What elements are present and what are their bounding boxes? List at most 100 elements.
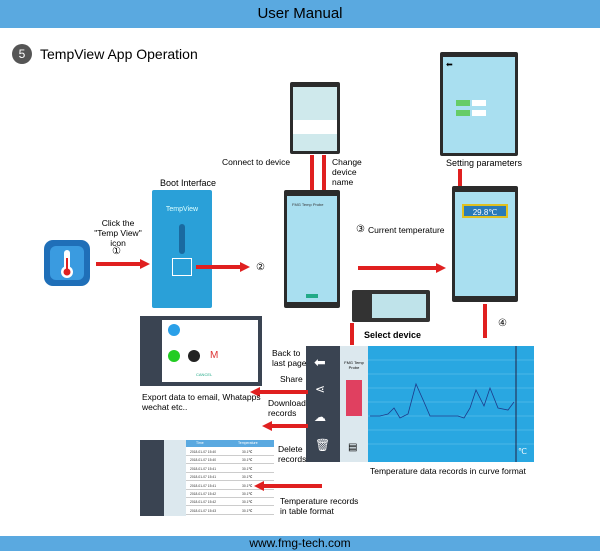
delete-label: Delete records [278,444,307,464]
step-3: ③ [356,224,365,235]
boot-interface-label: Boot Interface [160,178,217,188]
arrowhead [140,259,150,269]
arrow-up-rename [310,155,314,191]
rename-dialog[interactable] [293,120,337,134]
table-cell: 30.1℃ [242,483,253,488]
table-row: 2018-01-07 15:42 30.1℃ [186,498,274,507]
device-screen: FMG Temp Probe [284,190,340,308]
table-cell: 30.1℃ [242,450,253,454]
table-row: 2018-01-07 15:42 30.1℃ [186,490,274,498]
footer-url[interactable]: www.fmg-tech.com [249,536,351,550]
boot-start-button[interactable] [172,258,192,276]
arrowhead [254,481,264,491]
table-cell: 30.1℃ [242,508,253,513]
table-cell: 2018-01-07 15:42 [190,500,217,505]
settings-high-input[interactable] [472,110,486,116]
table-cell: 2018-01-07 15:41 [190,483,217,488]
select-device-list[interactable] [372,294,426,318]
share-icon[interactable]: ⋖ [315,382,326,396]
probe-indicator[interactable] [346,380,362,416]
thermometer-icon [50,246,84,280]
share-cancel[interactable]: CANCEL [196,372,213,377]
curve-sidebar: ⬅ ⋖ ☁ 🗑 [306,346,340,462]
select-device-label: Select device [364,330,422,340]
connect-device-label: Connect to device [222,157,291,167]
whatsapp-icon[interactable] [168,350,180,362]
rename-screen [290,82,340,154]
setting-params-label: Setting parameters [446,158,523,168]
settings-screen: ⬅ [440,52,518,156]
arrow-to-share [258,390,308,394]
curve-grid [368,346,534,462]
arrow-to-table [262,484,322,488]
step-4: ④ [498,318,507,329]
header-band: User Manual [0,0,600,28]
table-row: 2018-01-07 15:41 30.1℃ [186,473,274,482]
settings-high-field [456,110,470,116]
arrow-to-select [350,323,354,345]
temperature-screen: 29.8℃ [452,186,518,302]
share-sheet[interactable]: M CANCEL [162,320,258,382]
download-label: Download records [268,398,306,418]
table-cell: 2018-01-07 15:43 [190,508,217,513]
temperature-reading: 29.8℃ [462,204,508,218]
qq-icon[interactable] [188,350,200,362]
table-header: Time Temperature [186,440,274,447]
section-title: TempView App Operation [40,46,198,62]
change-name-label: Change device name [332,157,362,187]
table-row: 2018-01-07 15:43 30.1℃ [186,507,274,515]
table-cell: 30.1℃ [242,475,253,480]
table-cell: 2018-01-07 15:40 [190,450,217,454]
step-1: ① [112,246,121,257]
settings-back-icon[interactable]: ⬅ [446,60,453,69]
click-icon-label: Click the "Temp View" icon [94,218,142,248]
table-cell: 2018-01-07 15:40 [190,458,217,463]
settings-low-field [456,100,470,106]
arrow-to-boot [96,262,142,266]
current-temp-label: Current temperature [368,225,445,235]
boot-thermometer-icon [179,224,185,254]
share-app-icon [168,324,180,336]
arrow-to-settings [458,169,462,187]
step-2: ② [256,262,265,273]
tempview-app-icon[interactable] [44,240,90,286]
table-row: 2018-01-07 15:40 30.1℃ [186,448,274,456]
download-icon[interactable]: ☁ [314,410,326,424]
table-cell: 2018-01-07 15:42 [190,492,217,496]
table-probe-column [164,440,186,516]
arrow-to-device [196,265,242,269]
section-number-badge: 5 [12,44,32,64]
table-cell: 30.1℃ [242,492,253,496]
back-last-label: Back to last page [272,348,307,368]
table-cell: 30.1℃ [242,500,253,505]
device-connect-button[interactable] [306,294,318,298]
probe-column: FMG Temp Probe ▤ [340,346,368,462]
arrowhead [436,263,446,273]
delete-icon[interactable]: 🗑 [315,438,331,452]
boot-title: TempView [165,206,199,213]
arrow-download [270,424,308,428]
table-cell: 30.1℃ [242,466,253,471]
arrow-down-rename [322,155,326,191]
settings-low-input[interactable] [472,100,486,106]
records-curve-label: Temperature data records in curve format [370,466,526,476]
share-panel: M CANCEL [140,316,262,386]
back-icon[interactable]: ⬅ [314,354,326,370]
select-device-screen [352,290,430,322]
records-table-label: Temperature records in table format [280,496,359,516]
arrowhead [250,387,260,397]
table-view-icon[interactable]: ▤ [348,442,358,453]
probe-name: FMG Temp Probe [344,360,364,370]
footer-band: www.fmg-tech.com [0,536,600,551]
table-cell: 2018-01-07 15:41 [190,475,217,480]
table-row: 2018-01-07 15:41 30.1℃ [186,482,274,490]
boot-screen: TempView [152,190,212,308]
gmail-icon[interactable]: M [210,350,219,361]
header-title: User Manual [257,5,343,22]
table-cell: 30.1℃ [242,458,253,463]
arrow-to-temp [358,266,438,270]
share-label: Share [280,374,303,384]
arrowhead [262,421,272,431]
